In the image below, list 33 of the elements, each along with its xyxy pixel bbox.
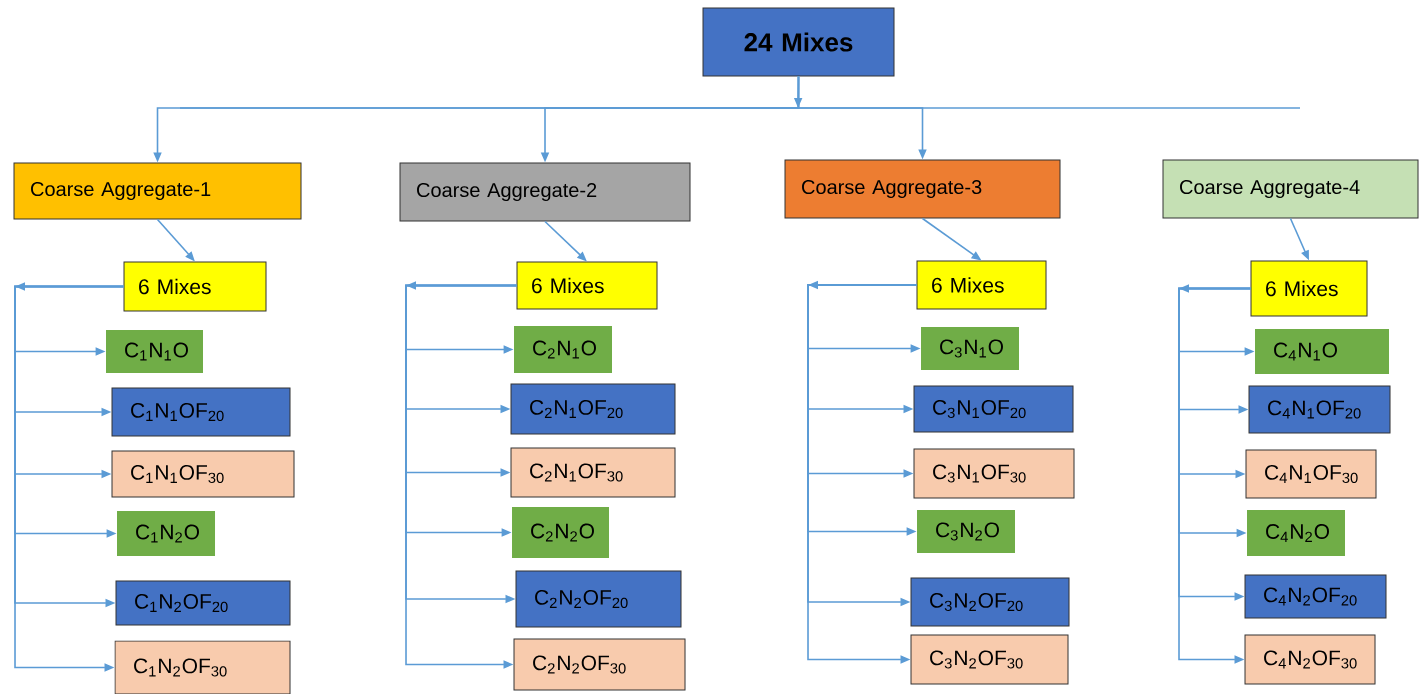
mix-box: C$_{2}$N$_{2}$O xyxy=(512,507,609,558)
mix-box: C$_{4}$N$_{2}$OF$_{30}$ xyxy=(1244,634,1376,685)
category-box: Coarse Aggregate-4 xyxy=(1162,159,1419,219)
title-box: 24 Mixes xyxy=(702,7,895,77)
mix-box: C$_{4}$N$_{1}$O xyxy=(1255,329,1389,374)
group-box: 6 Mixes xyxy=(1250,260,1368,317)
mix-box: C$_{2}$N$_{1}$OF$_{20}$ xyxy=(510,383,676,435)
mix-box: C$_{3}$N$_{1}$OF$_{30}$ xyxy=(913,448,1075,499)
mix-box: C$_{1}$N$_{1}$OF$_{20}$ xyxy=(111,387,291,437)
category-box: Coarse Aggregate-2 xyxy=(399,162,691,222)
mix-box: C$_{4}$N$_{2}$O xyxy=(1247,510,1345,556)
mix-box: C$_{2}$N$_{2}$OF$_{30}$ xyxy=(513,638,686,691)
mix-box: C$_{3}$N$_{2}$OF$_{20}$ xyxy=(910,577,1070,627)
mix-box: C$_{3}$N$_{2}$OF$_{30}$ xyxy=(910,634,1069,685)
mix-box: C$_{3}$N$_{1}$OF$_{20}$ xyxy=(913,385,1074,433)
mix-box: C$_{2}$N$_{1}$O xyxy=(514,326,612,373)
mix-box: C$_{2}$N$_{2}$OF$_{20}$ xyxy=(515,570,682,628)
mix-box: C$_{1}$N$_{1}$O xyxy=(106,330,203,373)
category-box: Coarse Aggregate-1 xyxy=(13,162,302,220)
group-box: 6 Mixes xyxy=(916,260,1047,310)
mix-box: C$_{3}$N$_{1}$O xyxy=(921,327,1019,370)
group-box: 6 Mixes xyxy=(516,261,658,310)
category-box: Coarse Aggregate-3 xyxy=(784,159,1061,219)
group-box: 6 Mixes xyxy=(123,261,267,312)
mix-box: C$_{2}$N$_{1}$OF$_{30}$ xyxy=(510,447,676,498)
mix-box: C$_{1}$N$_{2}$OF$_{30}$ xyxy=(114,640,291,694)
mix-box: C$_{3}$N$_{2}$O xyxy=(917,510,1015,553)
mix-box: C$_{4}$N$_{1}$OF$_{20}$ xyxy=(1248,385,1391,434)
mix-box: C$_{4}$N$_{1}$OF$_{30}$ xyxy=(1245,449,1377,499)
mix-box: C$_{1}$N$_{1}$OF$_{30}$ xyxy=(111,450,295,498)
mix-box: C$_{1}$N$_{2}$O xyxy=(117,511,215,556)
mix-box: C$_{4}$N$_{2}$OF$_{20}$ xyxy=(1244,574,1387,619)
mix-box: C$_{1}$N$_{2}$OF$_{20}$ xyxy=(115,580,291,626)
